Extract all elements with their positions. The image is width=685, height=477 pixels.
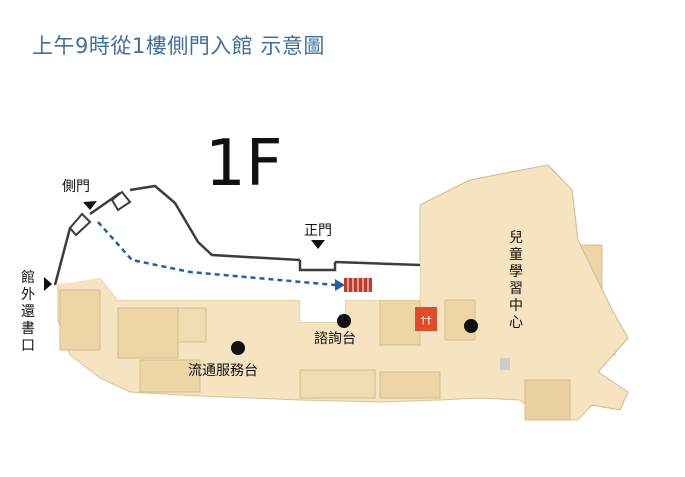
restroom-icon: †† [415, 307, 437, 331]
side-gate-label: 側門 [62, 179, 90, 195]
arrow-down-icon [311, 240, 325, 249]
page-title: 上午9時從1樓側門入館 示意圖 [32, 34, 325, 58]
room-block [117, 307, 179, 359]
accessibility-icon [500, 358, 510, 370]
room-block [299, 369, 376, 399]
location-dot-icon [337, 314, 351, 328]
arrow-right-icon [335, 279, 345, 291]
outer-wall [334, 260, 421, 267]
side-gate-door [110, 190, 132, 212]
route-line [97, 221, 336, 287]
children-area-label: 兒童學習中心 [509, 230, 523, 331]
room-block [139, 359, 201, 393]
room-block [379, 299, 421, 346]
location-dot-icon [231, 341, 245, 355]
entrance-plaza [55, 195, 420, 322]
arrow-down-icon [83, 201, 97, 210]
children-area-outline [419, 164, 629, 411]
main-gate-door [298, 260, 337, 272]
svg-text:††: †† [421, 314, 433, 327]
room-block [59, 289, 101, 351]
room-block [177, 307, 207, 343]
info-desk-label: 諮詢台 [314, 331, 356, 347]
return-box-label: 館外還書口 [21, 270, 35, 354]
stairs-icon [344, 278, 372, 292]
location-dot-icon [464, 319, 478, 333]
circulation-desk-label: 流通服務台 [188, 363, 258, 379]
room-block [379, 371, 441, 399]
outer-wall [129, 184, 301, 262]
arrow-right-icon [44, 277, 52, 291]
floor-label: 1F [205, 127, 283, 201]
room-block [524, 379, 571, 421]
side-gate-door [68, 212, 92, 237]
main-gate-label: 正門 [304, 223, 332, 239]
